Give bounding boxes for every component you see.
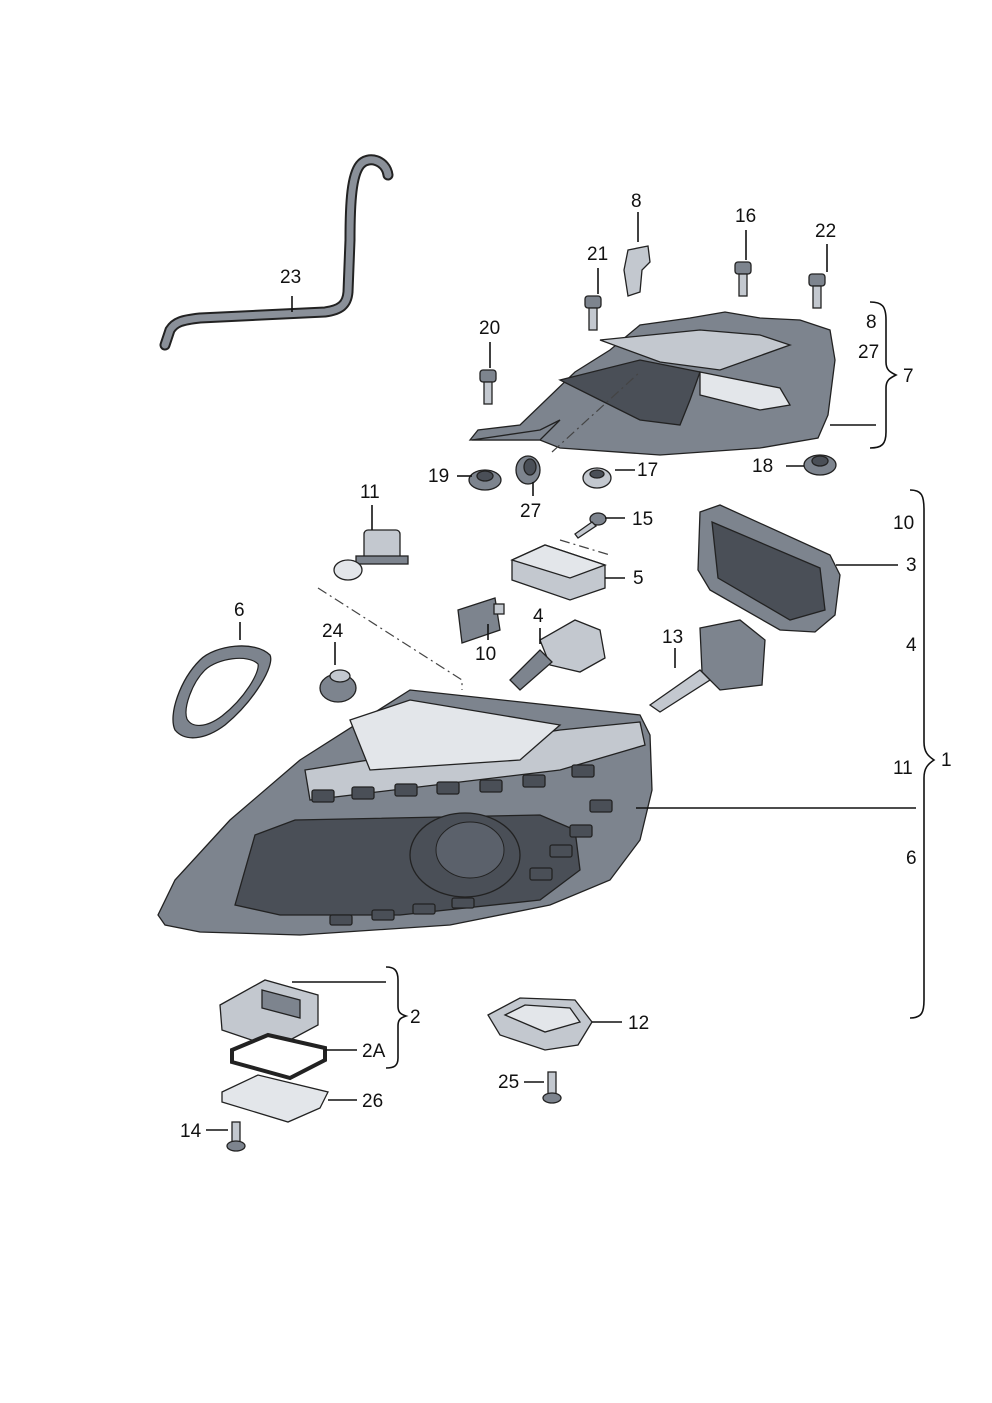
callout-21: 21: [587, 244, 608, 265]
screw-21-part: [584, 295, 602, 331]
callout-6: 6: [234, 600, 245, 621]
callout-25: 25: [498, 1072, 519, 1093]
housing-cover-part: [468, 311, 836, 456]
screw-14-part: [226, 1121, 246, 1152]
drl-led-strip: [311, 764, 613, 926]
callout-24: 24: [322, 621, 344, 642]
callout-11-group: 11: [893, 758, 913, 779]
plate-26-part: [221, 1074, 329, 1123]
callout-6-group: 6: [906, 848, 917, 869]
callout-10: 10: [475, 644, 496, 665]
callout-17: 17: [637, 460, 658, 481]
trim-ring-6-part: [172, 645, 272, 739]
callout-4: 4: [533, 606, 544, 627]
callout-27-group: 27: [858, 342, 879, 363]
callout-10-group: 10: [893, 513, 914, 534]
callout-8-group: 8: [866, 312, 877, 333]
screw-16-part: [734, 261, 752, 297]
callout-5: 5: [633, 568, 644, 589]
bushing-27-part: [515, 455, 541, 485]
callout-2: 2: [410, 1007, 421, 1028]
bushing-19-part: [468, 469, 502, 491]
cover-cap-2-part: [219, 979, 319, 1049]
brace-1: [909, 489, 936, 1019]
callout-3: 3: [906, 555, 917, 576]
cover-plate-12-part: [487, 997, 593, 1051]
vent-hose-part: [159, 154, 394, 351]
callout-14: 14: [180, 1121, 202, 1142]
callout-16: 16: [735, 206, 756, 227]
callout-1: 1: [941, 750, 952, 771]
callout-18: 18: [752, 456, 773, 477]
callout-4-group: 4: [906, 635, 917, 656]
callout-2a: 2A: [362, 1041, 386, 1062]
bulb-11-part: [333, 529, 409, 581]
brace-7: [869, 301, 898, 449]
plug-24-part: [319, 669, 357, 703]
brace-2: [385, 966, 409, 1069]
callout-19: 19: [428, 466, 449, 487]
gasket-2a-part: [230, 1032, 327, 1081]
bushing-17-part: [582, 467, 612, 489]
callout-15: 15: [632, 509, 653, 530]
xenon-bulb-13-part: [648, 619, 766, 713]
headlight-assembly-part: [157, 689, 653, 936]
callout-13: 13: [662, 627, 683, 648]
callout-20: 20: [479, 318, 500, 339]
bushing-18-part: [803, 454, 837, 476]
circuit-board-10-part: [457, 597, 505, 644]
callout-23: 23: [280, 267, 301, 288]
screw-22-part: [808, 273, 826, 309]
callout-11: 11: [360, 482, 380, 503]
callout-22: 22: [815, 221, 836, 242]
callout-7: 7: [903, 366, 914, 387]
callout-12: 12: [628, 1013, 649, 1034]
clip-part: [623, 245, 651, 297]
control-unit-5-part: [510, 544, 607, 601]
callout-26: 26: [362, 1091, 383, 1112]
bulb-socket-4-part: [509, 619, 606, 691]
bezel-frame-3-part: [697, 504, 841, 633]
screw-25-part: [542, 1071, 562, 1104]
screw-20-part: [479, 369, 497, 405]
callout-27: 27: [520, 501, 541, 522]
screw-15-part: [574, 512, 607, 539]
callout-8: 8: [631, 191, 642, 212]
